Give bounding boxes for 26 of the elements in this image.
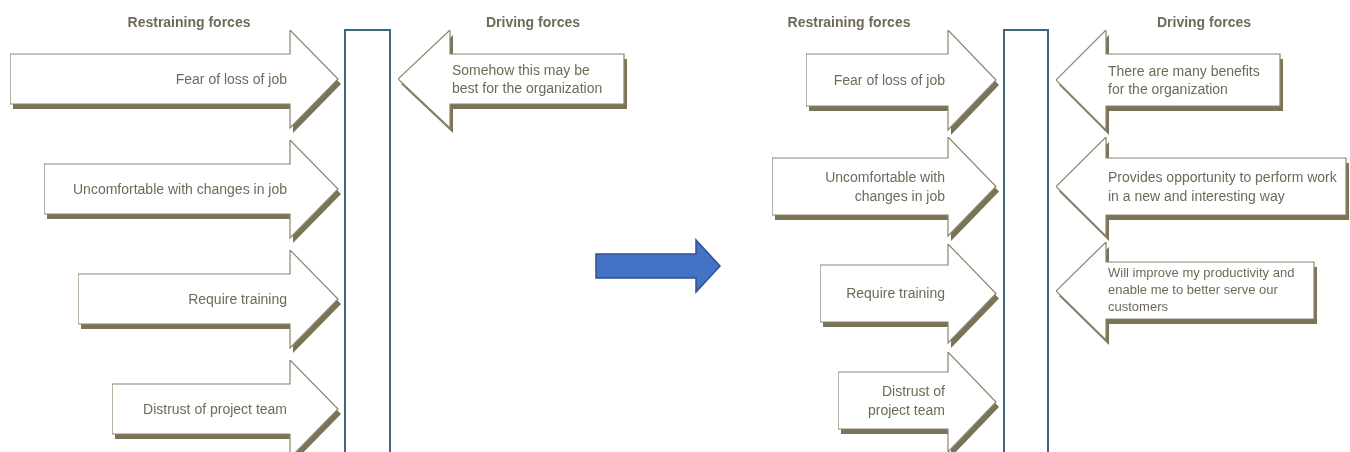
- force-label: Distrust of project team: [143, 399, 287, 419]
- force-label: Provides opportunity to perform work in a new and interesting way: [1108, 168, 1338, 205]
- force-shape: [112, 360, 342, 452]
- force-label: Distrust of project team: [866, 382, 945, 419]
- force-shape: [806, 30, 1000, 136]
- force-label: Require training: [188, 289, 287, 309]
- status-quo-bar: [344, 29, 391, 452]
- force-label: Fear of loss of job: [833, 70, 945, 90]
- force-label: Uncomfortable with changes in job: [73, 179, 287, 199]
- force-label: Will improve my productivity and enable me to better serve our customers: [1108, 265, 1296, 316]
- force-shape: [820, 244, 1000, 349]
- force-label: Fear of loss of job: [175, 69, 287, 89]
- force-shape: [772, 137, 1000, 242]
- force-shape: [838, 352, 1000, 452]
- force-shape: [78, 250, 342, 354]
- force-label: Uncomfortable with changes in job: [824, 168, 945, 205]
- force-shape: [44, 140, 342, 244]
- force-shape: [398, 30, 628, 134]
- force-shape: [1056, 242, 1318, 346]
- force-shape: [1056, 30, 1284, 136]
- force-label: There are many benefits for the organization: [1108, 61, 1261, 99]
- status-quo-bar: [1003, 29, 1049, 452]
- force-shape: [1056, 137, 1350, 242]
- force-label: Require training: [846, 284, 945, 303]
- force-label: Somehow this may be best for the organization: [452, 60, 604, 98]
- force-shape: [10, 30, 342, 134]
